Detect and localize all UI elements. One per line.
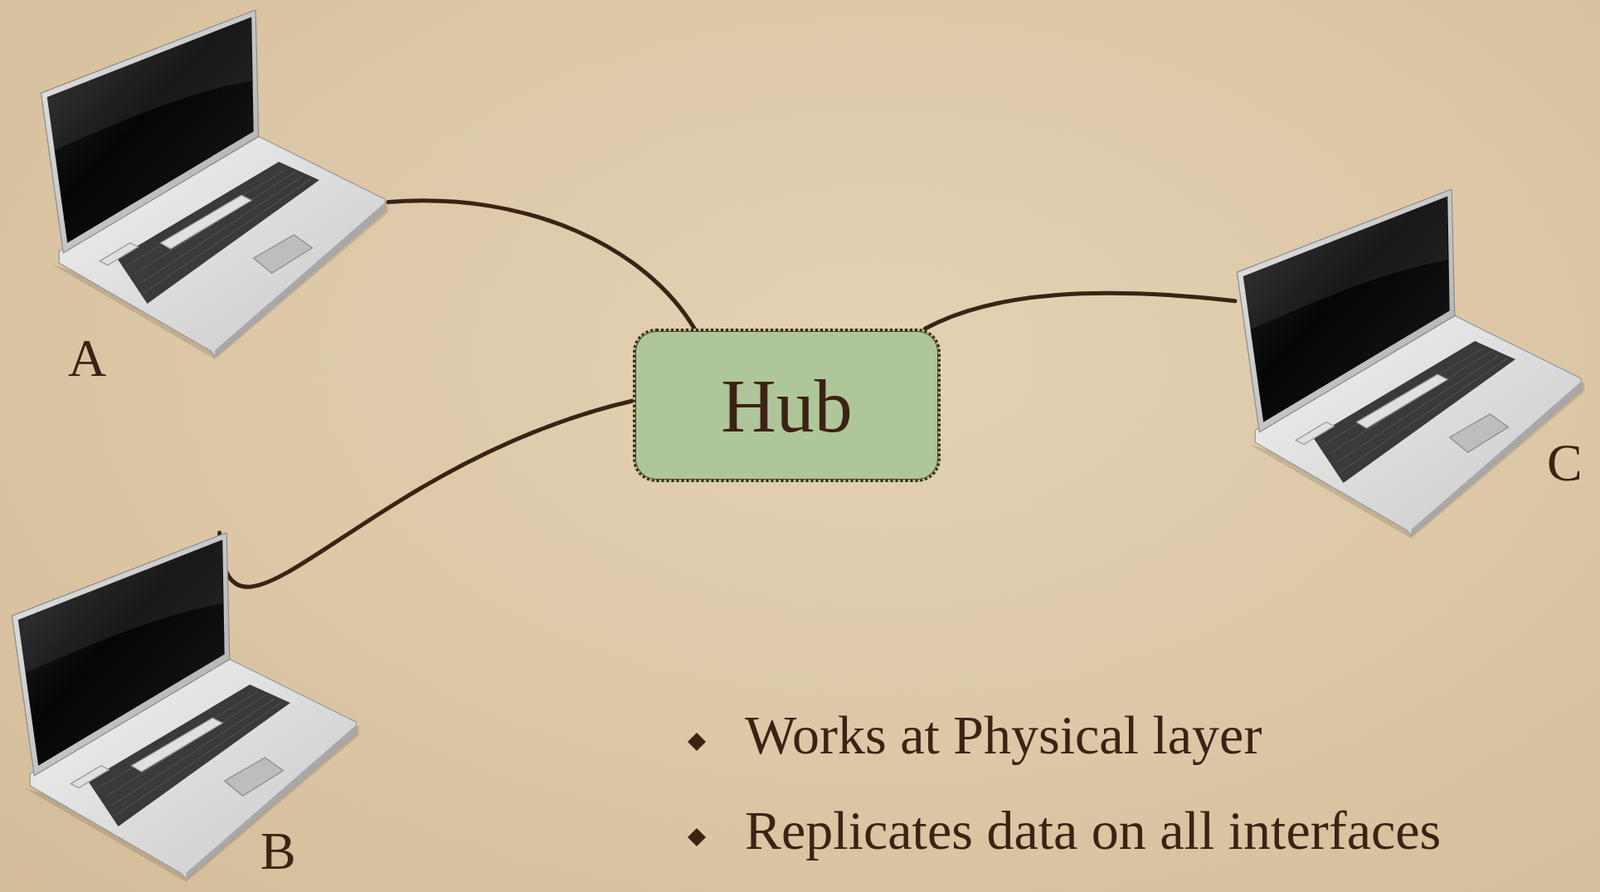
laptop-node: A bbox=[38, 9, 389, 360]
computer-label: B bbox=[260, 824, 297, 878]
laptop-illustration bbox=[38, 9, 389, 360]
laptop-node: C bbox=[1235, 189, 1585, 539]
network-cable bbox=[388, 200, 695, 329]
bullet-point: Works at Physical layer bbox=[744, 705, 1262, 766]
network-cable bbox=[219, 400, 633, 587]
hub-box: Hub bbox=[632, 328, 941, 482]
laptop-illustration bbox=[1235, 189, 1585, 539]
bullet-point: Replicates data on all interfaces bbox=[744, 800, 1441, 861]
laptop-node: B bbox=[9, 532, 360, 882]
laptop-illustration bbox=[9, 532, 360, 882]
hub-label: Hub bbox=[720, 367, 852, 444]
computer-label: C bbox=[1546, 436, 1583, 490]
bullet-diamond bbox=[685, 729, 709, 754]
computer-label: A bbox=[68, 331, 107, 385]
bullet-diamond bbox=[685, 825, 709, 849]
network-cable bbox=[924, 292, 1236, 329]
